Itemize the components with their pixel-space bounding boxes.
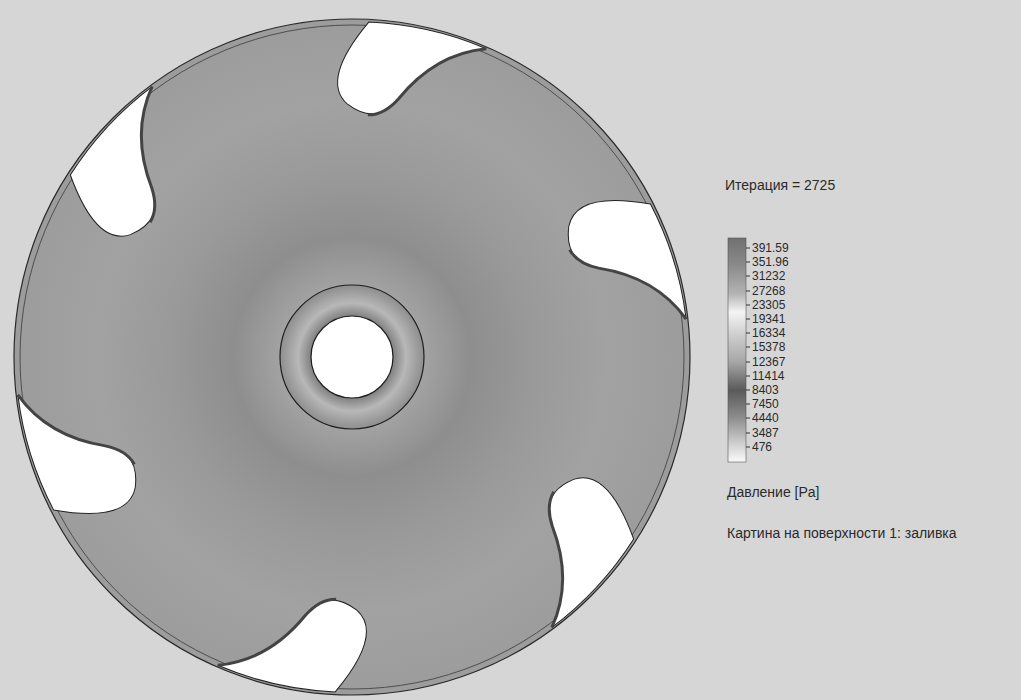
scale-value: 12367	[752, 356, 785, 368]
scale-value: 351.96	[752, 256, 789, 268]
scale-value: 476	[752, 441, 772, 453]
scale-value: 4440	[752, 412, 779, 424]
scale-value: 7450	[752, 398, 779, 410]
scale-title: Давление [Pa]	[727, 485, 819, 499]
scale-value: 15378	[752, 341, 785, 353]
plot-caption: Картина на поверхности 1: заливка	[727, 526, 957, 540]
scale-value: 391.59	[752, 242, 789, 254]
scale-value: 3487	[752, 427, 779, 439]
scale-value: 31232	[752, 270, 785, 282]
scale-value: 11414	[752, 370, 784, 382]
scale-value: 8403	[752, 384, 779, 396]
iteration-label: Итерация = 2725	[725, 178, 835, 192]
scale-value: 19341	[752, 313, 785, 325]
scale-value: 16334	[752, 327, 785, 339]
scale-value: 23305	[752, 299, 785, 311]
scale-value: 27268	[752, 285, 785, 297]
